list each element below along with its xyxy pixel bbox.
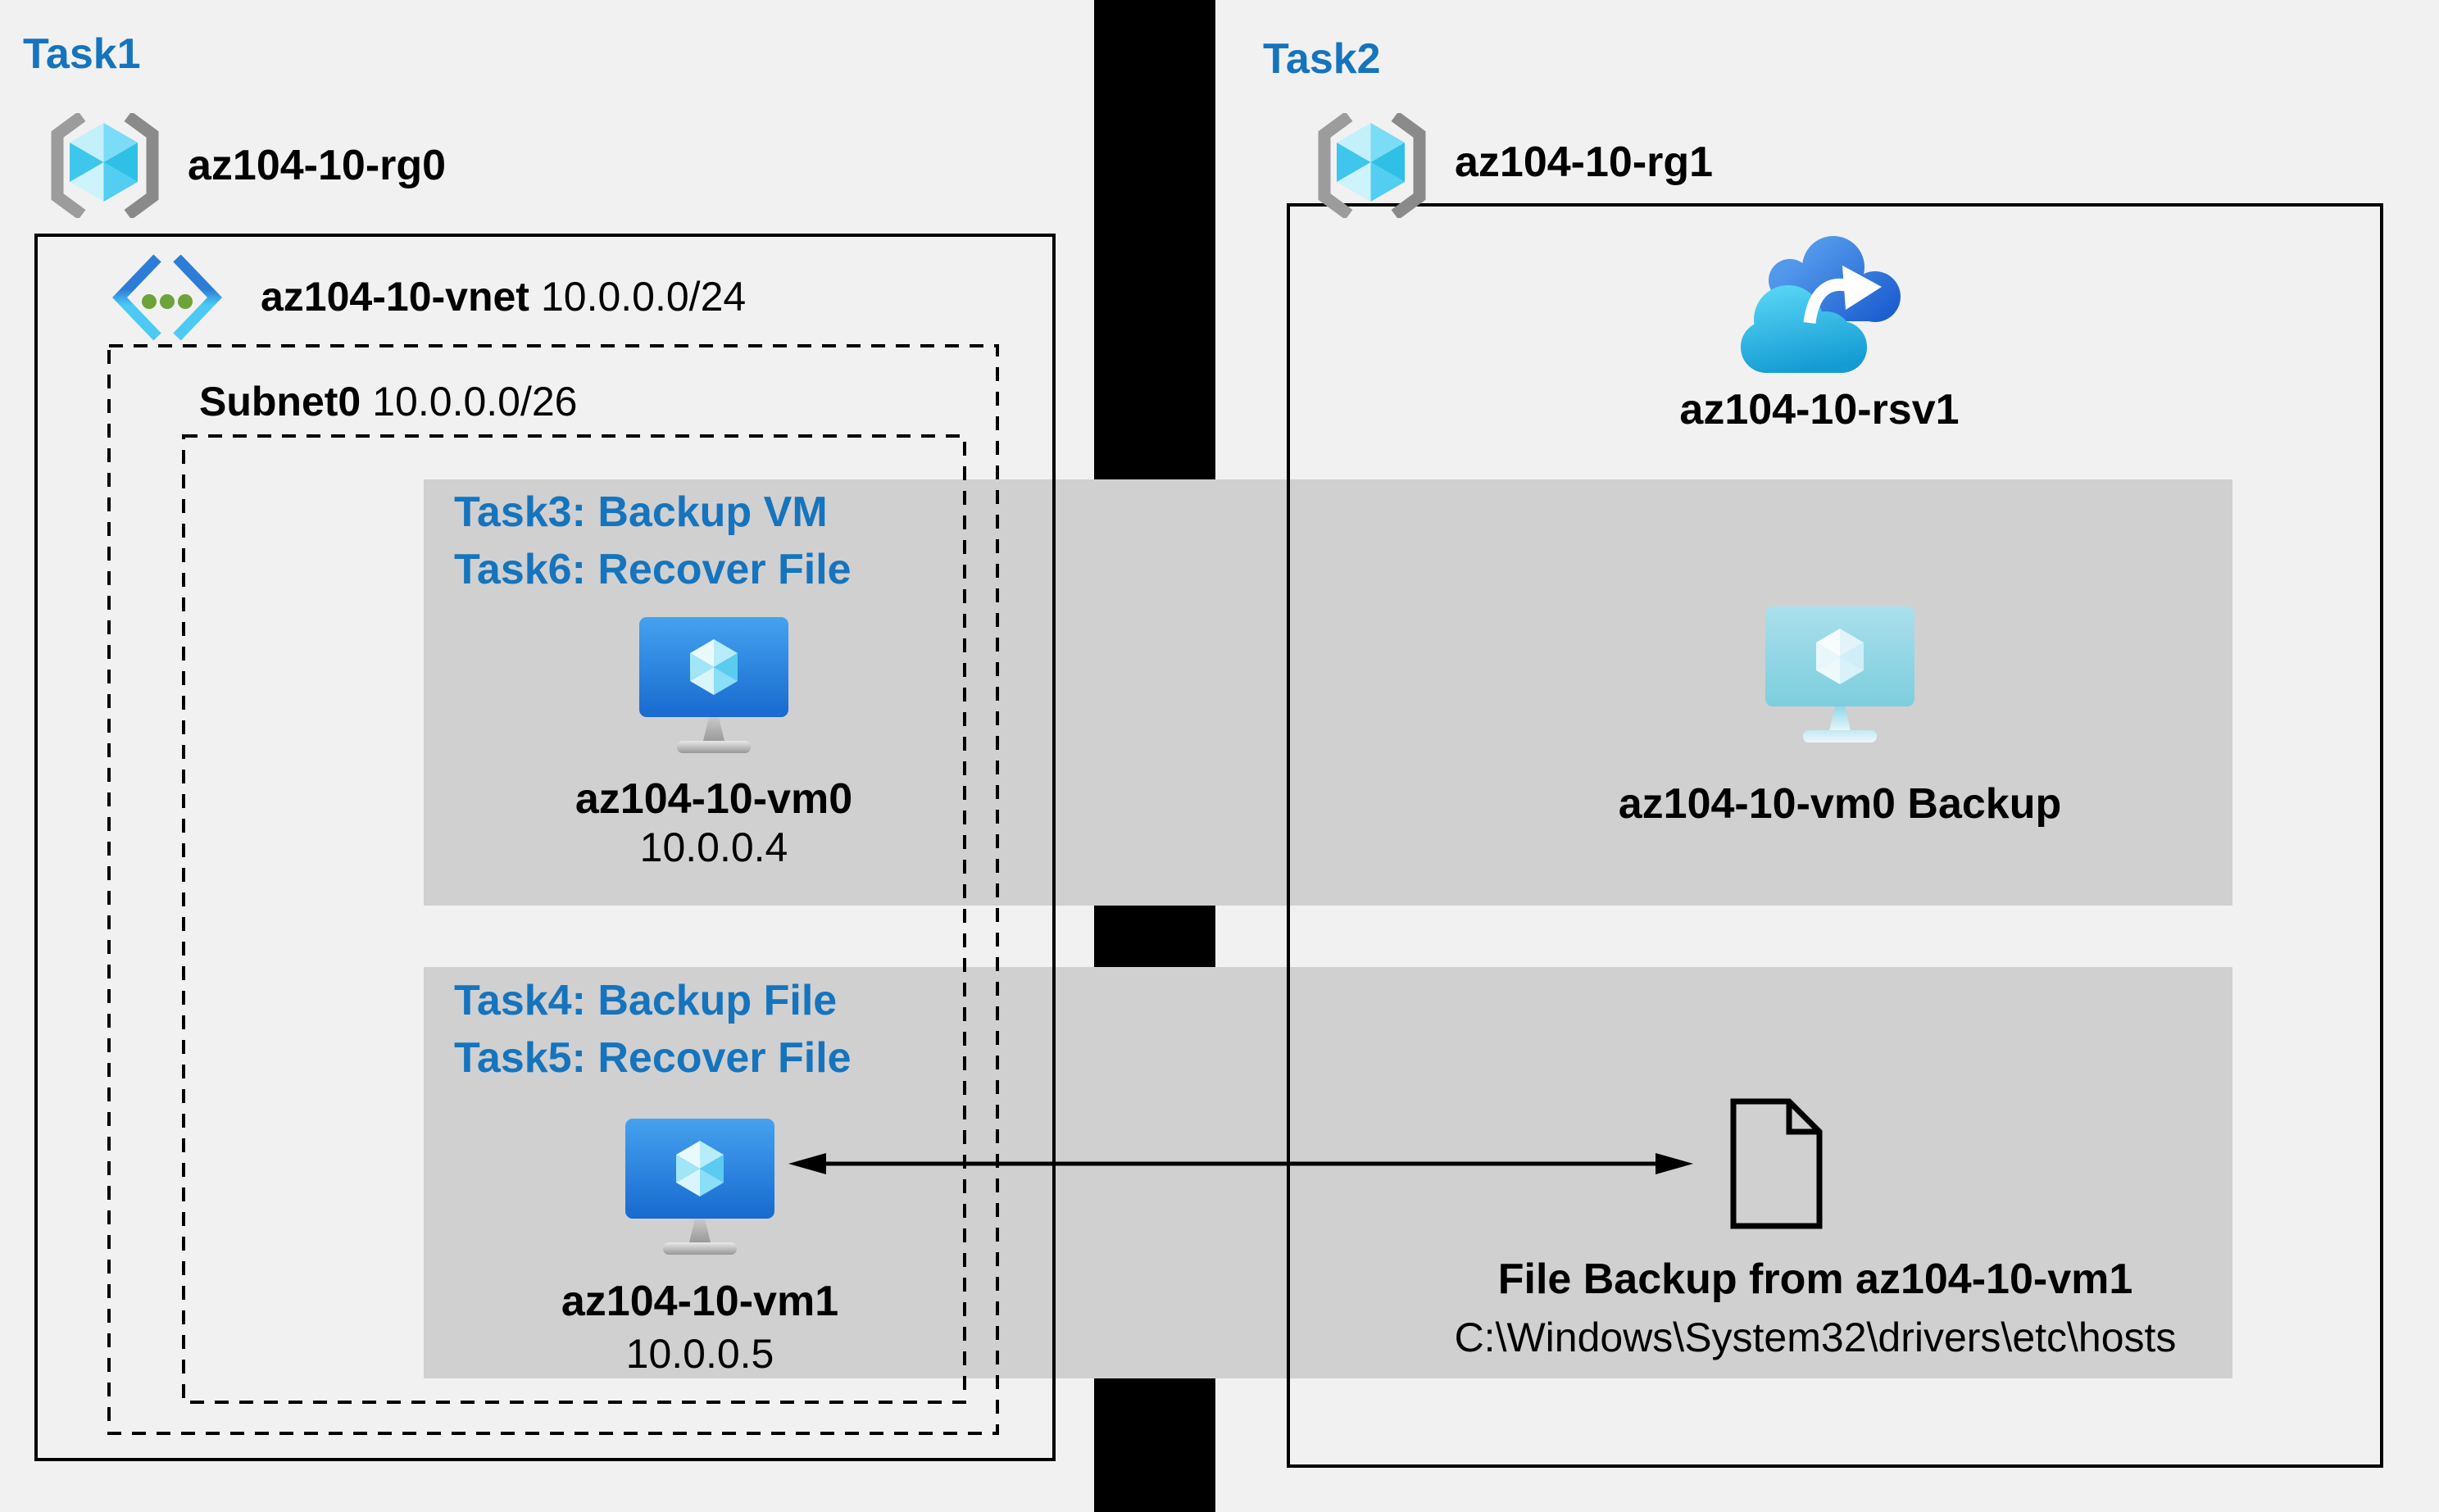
subnet0-inner-dashed-box	[182, 434, 966, 1404]
vm0-backup-icon	[1765, 606, 1914, 742]
vnet-cidr: 10.0.0.0/24	[540, 274, 747, 320]
resource-group-icon	[51, 113, 159, 218]
task3-line: Task3: Backup VM	[454, 488, 828, 536]
vm1-ip: 10.0.0.5	[625, 1331, 774, 1377]
file-icon	[1730, 1098, 1823, 1229]
rg1-box	[1287, 203, 2383, 1468]
virtual-network-icon	[111, 254, 223, 341]
vm0-task-lines: Task3: Backup VM Task6: Recover File	[454, 484, 852, 598]
recovery-vault-icon	[1741, 236, 1901, 373]
resource-group-icon	[1318, 113, 1426, 218]
vm0-backup-label: az104-10-vm0 Backup	[1618, 780, 2062, 828]
task4-line: Task4: Backup File	[454, 977, 838, 1024]
vault-label: az104-10-rsv1	[1679, 386, 1960, 434]
task1-label: Task1	[23, 30, 141, 78]
vm1-icon	[625, 1119, 774, 1255]
subnet0-dashed-box	[107, 344, 999, 1435]
subnet0-name: Subnet0	[199, 379, 361, 425]
backup-file-arrow	[788, 1153, 1693, 1174]
vm1-task-lines: Task4: Backup File Task5: Recover File	[454, 972, 852, 1087]
file-backup-path: C:\Windows\System32\drivers\etc\hosts	[1454, 1314, 2177, 1360]
rg1-label: az104-10-rg1	[1455, 138, 1714, 186]
file-backup-title: File Backup from az104-10-vm1	[1497, 1255, 2133, 1303]
rg0-label: az104-10-rg0	[188, 142, 447, 189]
vm1-name: az104-10-vm1	[561, 1278, 839, 1325]
vnet-name: az104-10-vnet	[261, 274, 529, 320]
subnet0-cidr: 10.0.0.0/26	[372, 379, 578, 425]
vm0-icon	[639, 617, 788, 753]
task5-line: Task5: Recover File	[454, 1034, 852, 1082]
task6-line: Task6: Recover File	[454, 546, 852, 593]
vm0-ip: 10.0.0.4	[639, 824, 788, 870]
task2-label: Task2	[1263, 35, 1381, 83]
vm0-name: az104-10-vm0	[575, 775, 853, 823]
rg0-box	[34, 234, 1056, 1461]
